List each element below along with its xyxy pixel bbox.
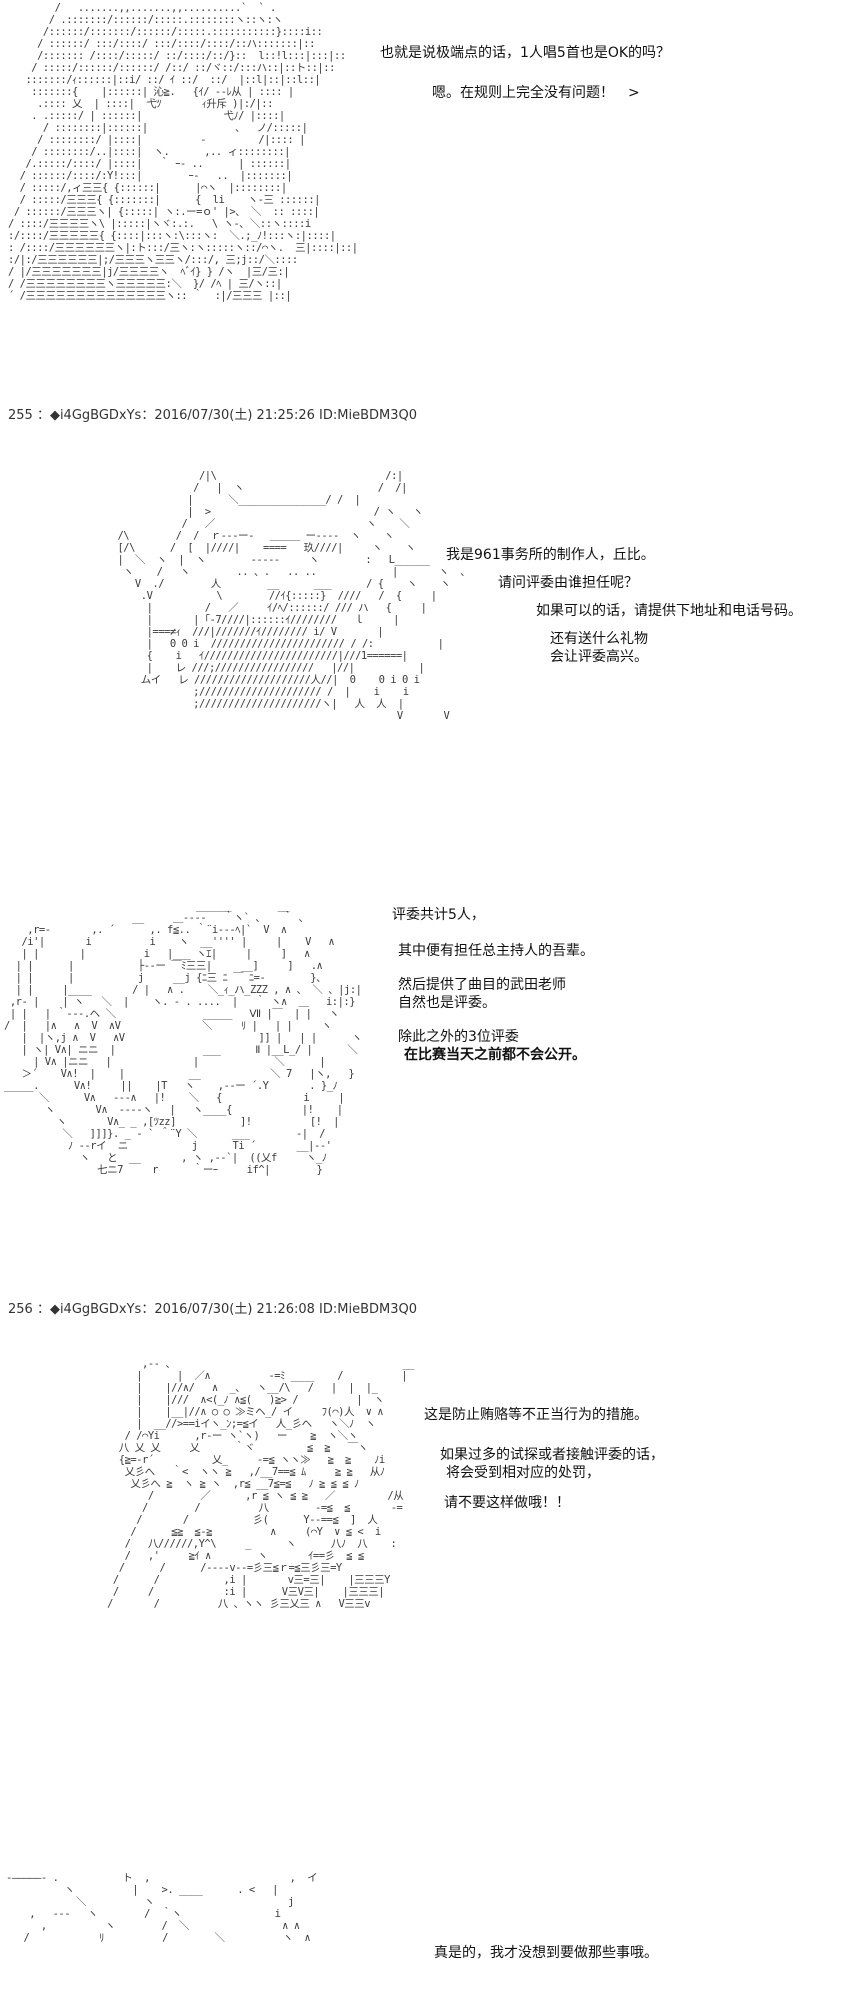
dialogue-panel-1: 也就是说极端点的话，1人唱5首也是OK的吗？ 嗯。在规则上完全没有问题！ > [380, 44, 670, 102]
dialogue-line: 这是防止贿赂等不正当行为的措施。 [424, 1407, 648, 1423]
ascii-art-character: -―――――- . ト , , イ ヽ | >. ____ . < | ＼ ヽ … [6, 1872, 318, 1944]
dialogue-line: 除此之外的3位评委 [398, 1029, 519, 1045]
ascii-art-character: /|\ /:| / | ヽ / /| | ＼_______________/ /… [117, 470, 471, 722]
dialogue-line: 请不要这样做哦！！ [444, 1495, 570, 1511]
dialogue-line: 请问评委由谁担任呢？ [498, 575, 638, 591]
dialogue-line: 如果可以的话，请提供下地址和电话号码。 [536, 603, 802, 619]
dialogue-line: 然后提供了曲目的武田老师 [398, 977, 566, 993]
dialogue-line: 自然也是评委。 [398, 995, 496, 1011]
dialogue-panel-5: 真是的，我才没想到要做那些事哦。 [434, 1944, 658, 1962]
dialogue-panel-3: 评委共计5人， 其中便有担任总主持人的吾辈。 然后提供了曲目的武田老师 自然也是… [392, 906, 594, 1064]
ascii-art-character: / .......,,.......,,..........` ` . / .:… [8, 2, 358, 302]
ascii-art-character: ______ __ __ ＿-‐‐‐ ｀ヽ` 、 ｀ 、 ,r=- ,. ´ ,… [4, 900, 362, 1176]
dialogue-line: 评委共计5人， [392, 907, 485, 923]
dialogue-line: 其中便有担任总主持人的吾辈。 [398, 943, 594, 959]
dialogue-line: 在比赛当天之前都不会公开。 [404, 1047, 586, 1063]
dialogue-line: 还有送什么礼物 [550, 631, 648, 647]
dialogue-line: 也就是说极端点的话，1人唱5首也是OK的吗？ [380, 45, 671, 61]
dialogue-line: 嗯。在规则上完全没有问题！ > [432, 85, 640, 101]
dialogue-line: 真是的，我才没想到要做那些事哦。 [434, 1945, 658, 1961]
dialogue-line: 会让评委高兴。 [550, 649, 648, 665]
ascii-art-character: ,‐‐ 、 __ | | ／∧ -=ﾐ ____ / | | |//∧/ ∧ _… [107, 1358, 415, 1610]
post-header: 256 ：◆i4GgBGDxYs：2016/07/30(土) 21:26:08 … [8, 1302, 418, 1317]
dialogue-line: 将会受到相对应的处罚， [446, 1465, 600, 1481]
dialogue-line: 我是961事务所的制作人，丘比。 [446, 547, 655, 563]
post-header: 255 ：◆i4GgBGDxYs：2016/07/30(土) 21:25:26 … [8, 408, 418, 423]
dialogue-line: 如果过多的试探或者接触评委的话， [440, 1447, 664, 1463]
dialogue-panel-2: 我是961事务所的制作人，丘比。 请问评委由谁担任呢？ 如果可以的话，请提供下地… [446, 546, 802, 666]
dialogue-panel-4: 这是防止贿赂等不正当行为的措施。 如果过多的试探或者接触评委的话， 将会受到相对… [424, 1406, 664, 1512]
